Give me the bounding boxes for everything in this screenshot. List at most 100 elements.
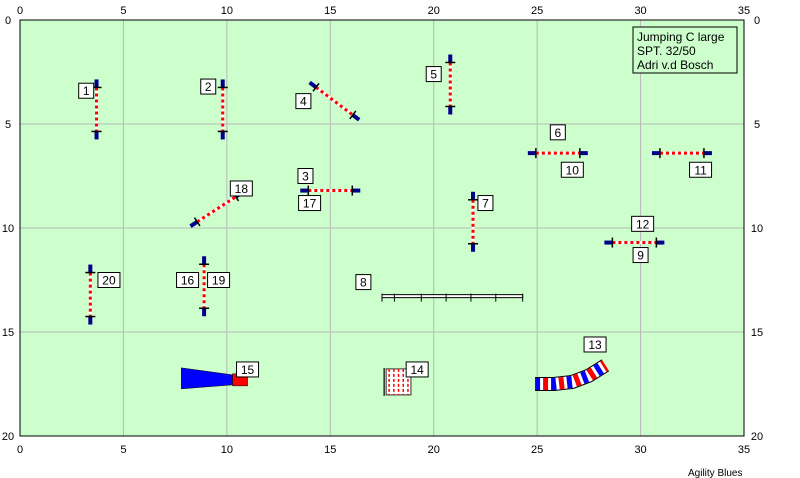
- obstacle-number-box: [549, 124, 566, 141]
- obstacle-number-text: 19: [212, 274, 226, 288]
- jump: [468, 191, 479, 252]
- obstacle-number-box: [355, 274, 372, 291]
- y-tick-label-left: 10: [2, 223, 14, 235]
- obstacle-number-text: 13: [588, 338, 602, 352]
- obstacle-number-box: [229, 180, 253, 197]
- tunnel-stripes-red: [535, 360, 609, 390]
- y-tick-label-left: 5: [5, 119, 11, 131]
- obstacle-number-box: [298, 195, 322, 212]
- jump-post: [312, 82, 320, 92]
- obstacle-number-text: 12: [636, 217, 650, 231]
- obstacle-number-text: 7: [482, 197, 489, 211]
- jump: [604, 237, 665, 248]
- tunnel: [535, 359, 610, 391]
- x-tick-label-bottom: 30: [634, 444, 646, 456]
- x-tick-label-top: 10: [221, 5, 233, 17]
- obstacle-number-text: 15: [241, 363, 255, 377]
- jump-wing: [189, 220, 199, 228]
- obstacle-number-text: 14: [410, 363, 424, 377]
- obstacle-number-text: 3: [302, 170, 309, 184]
- course-info-line-3: Adri v.d Bosch: [637, 58, 713, 72]
- obstacle-number-box: [405, 361, 429, 378]
- obstacle-number-text: 4: [300, 95, 307, 109]
- obstacle-number-text: 20: [102, 274, 116, 288]
- obstacle-number-label: 2: [200, 78, 217, 95]
- credit-text: Agility Blues: [688, 468, 742, 478]
- jump: [85, 264, 96, 325]
- obstacle-number-label: 15: [236, 361, 260, 378]
- obstacle-number-label: 9: [632, 247, 649, 264]
- obstacle-number-label: 8: [355, 274, 372, 291]
- obstacle-number-text: 8: [360, 276, 367, 290]
- obstacle-number-label: 19: [207, 272, 231, 288]
- obstacle-number-label: 3: [297, 168, 314, 184]
- jump-bar-stripes: [196, 195, 237, 224]
- x-tick-label-top: 35: [738, 5, 750, 17]
- y-tick-label-left: 20: [2, 431, 14, 443]
- x-tick-label-bottom: 0: [17, 444, 23, 456]
- obstacle-number-box: [631, 215, 655, 232]
- obstacle-number-box: [583, 336, 607, 353]
- jump: [199, 256, 210, 317]
- obstacle-number-box: [78, 82, 95, 99]
- grid-lines: [20, 20, 744, 436]
- jump: [217, 79, 228, 140]
- y-tick-label-right: 5: [754, 119, 760, 131]
- y-tick-label-right: 10: [751, 223, 763, 235]
- obstacle-number-label: 12: [631, 215, 655, 232]
- obstacle-number-text: 2: [205, 80, 212, 94]
- x-tick-label-top: 15: [324, 5, 336, 17]
- jump: [445, 54, 456, 115]
- x-tick-label-top: 0: [17, 5, 23, 17]
- obstacle-number-box: [425, 66, 442, 83]
- obstacle-number-box: [477, 195, 494, 212]
- obstacle-number-box: [207, 272, 231, 288]
- obstacle-number-box: [560, 161, 584, 178]
- jump-wing: [308, 80, 318, 89]
- obstacle-number-text: 16: [181, 274, 195, 288]
- jump: [308, 80, 361, 122]
- obstacle-number-text: 10: [566, 163, 580, 177]
- obstacle-number-text: 18: [235, 182, 249, 196]
- jump-post: [193, 217, 201, 227]
- obstacle-number-text: 17: [303, 197, 317, 211]
- x-tick-label-top: 20: [428, 5, 440, 17]
- obstacle-number-label: 6: [549, 124, 566, 141]
- y-tick-label-right: 0: [754, 15, 760, 27]
- obstacle-number-label: 17: [298, 195, 322, 212]
- equipment: [85, 54, 712, 396]
- obstacle-number-label: 10: [560, 161, 584, 178]
- jump-post: [349, 110, 357, 120]
- obstacle-number-text: 5: [430, 68, 437, 82]
- x-tick-label-bottom: 15: [324, 444, 336, 456]
- dogwalk: [381, 293, 524, 302]
- obstacle-number-box: [295, 93, 312, 110]
- x-tick-label-bottom: 35: [738, 444, 750, 456]
- obstacle-number-label: 18: [229, 180, 253, 197]
- obstacle-number-box: [689, 161, 713, 178]
- x-tick-label-bottom: 20: [428, 444, 440, 456]
- x-tick-label-top: 25: [531, 5, 543, 17]
- obstacle-number-label: 14: [405, 361, 429, 378]
- y-tick-label-left: 15: [2, 327, 14, 339]
- jump: [651, 148, 712, 159]
- course-info-line-1: Jumping C large: [637, 30, 725, 44]
- obstacle-number-label: 1: [78, 82, 95, 99]
- y-tick-label-left: 0: [5, 15, 11, 27]
- obstacle-number-label: 11: [689, 161, 713, 178]
- course-info-line-2: SPT. 32/50: [637, 44, 696, 58]
- obstacle-number-text: 6: [554, 126, 561, 140]
- arena-border: [19, 19, 745, 437]
- obstacle-number-box: [236, 361, 260, 378]
- jump-bar-stripes: [315, 86, 354, 117]
- y-tick-label-right: 15: [751, 327, 763, 339]
- obstacle-number-label: 4: [295, 93, 312, 110]
- jump: [527, 148, 588, 159]
- dogwalk-plank: [381, 294, 524, 299]
- jump-wing: [351, 113, 361, 122]
- obstacle-number-label: 20: [97, 272, 121, 288]
- x-tick-label-top: 5: [120, 5, 126, 17]
